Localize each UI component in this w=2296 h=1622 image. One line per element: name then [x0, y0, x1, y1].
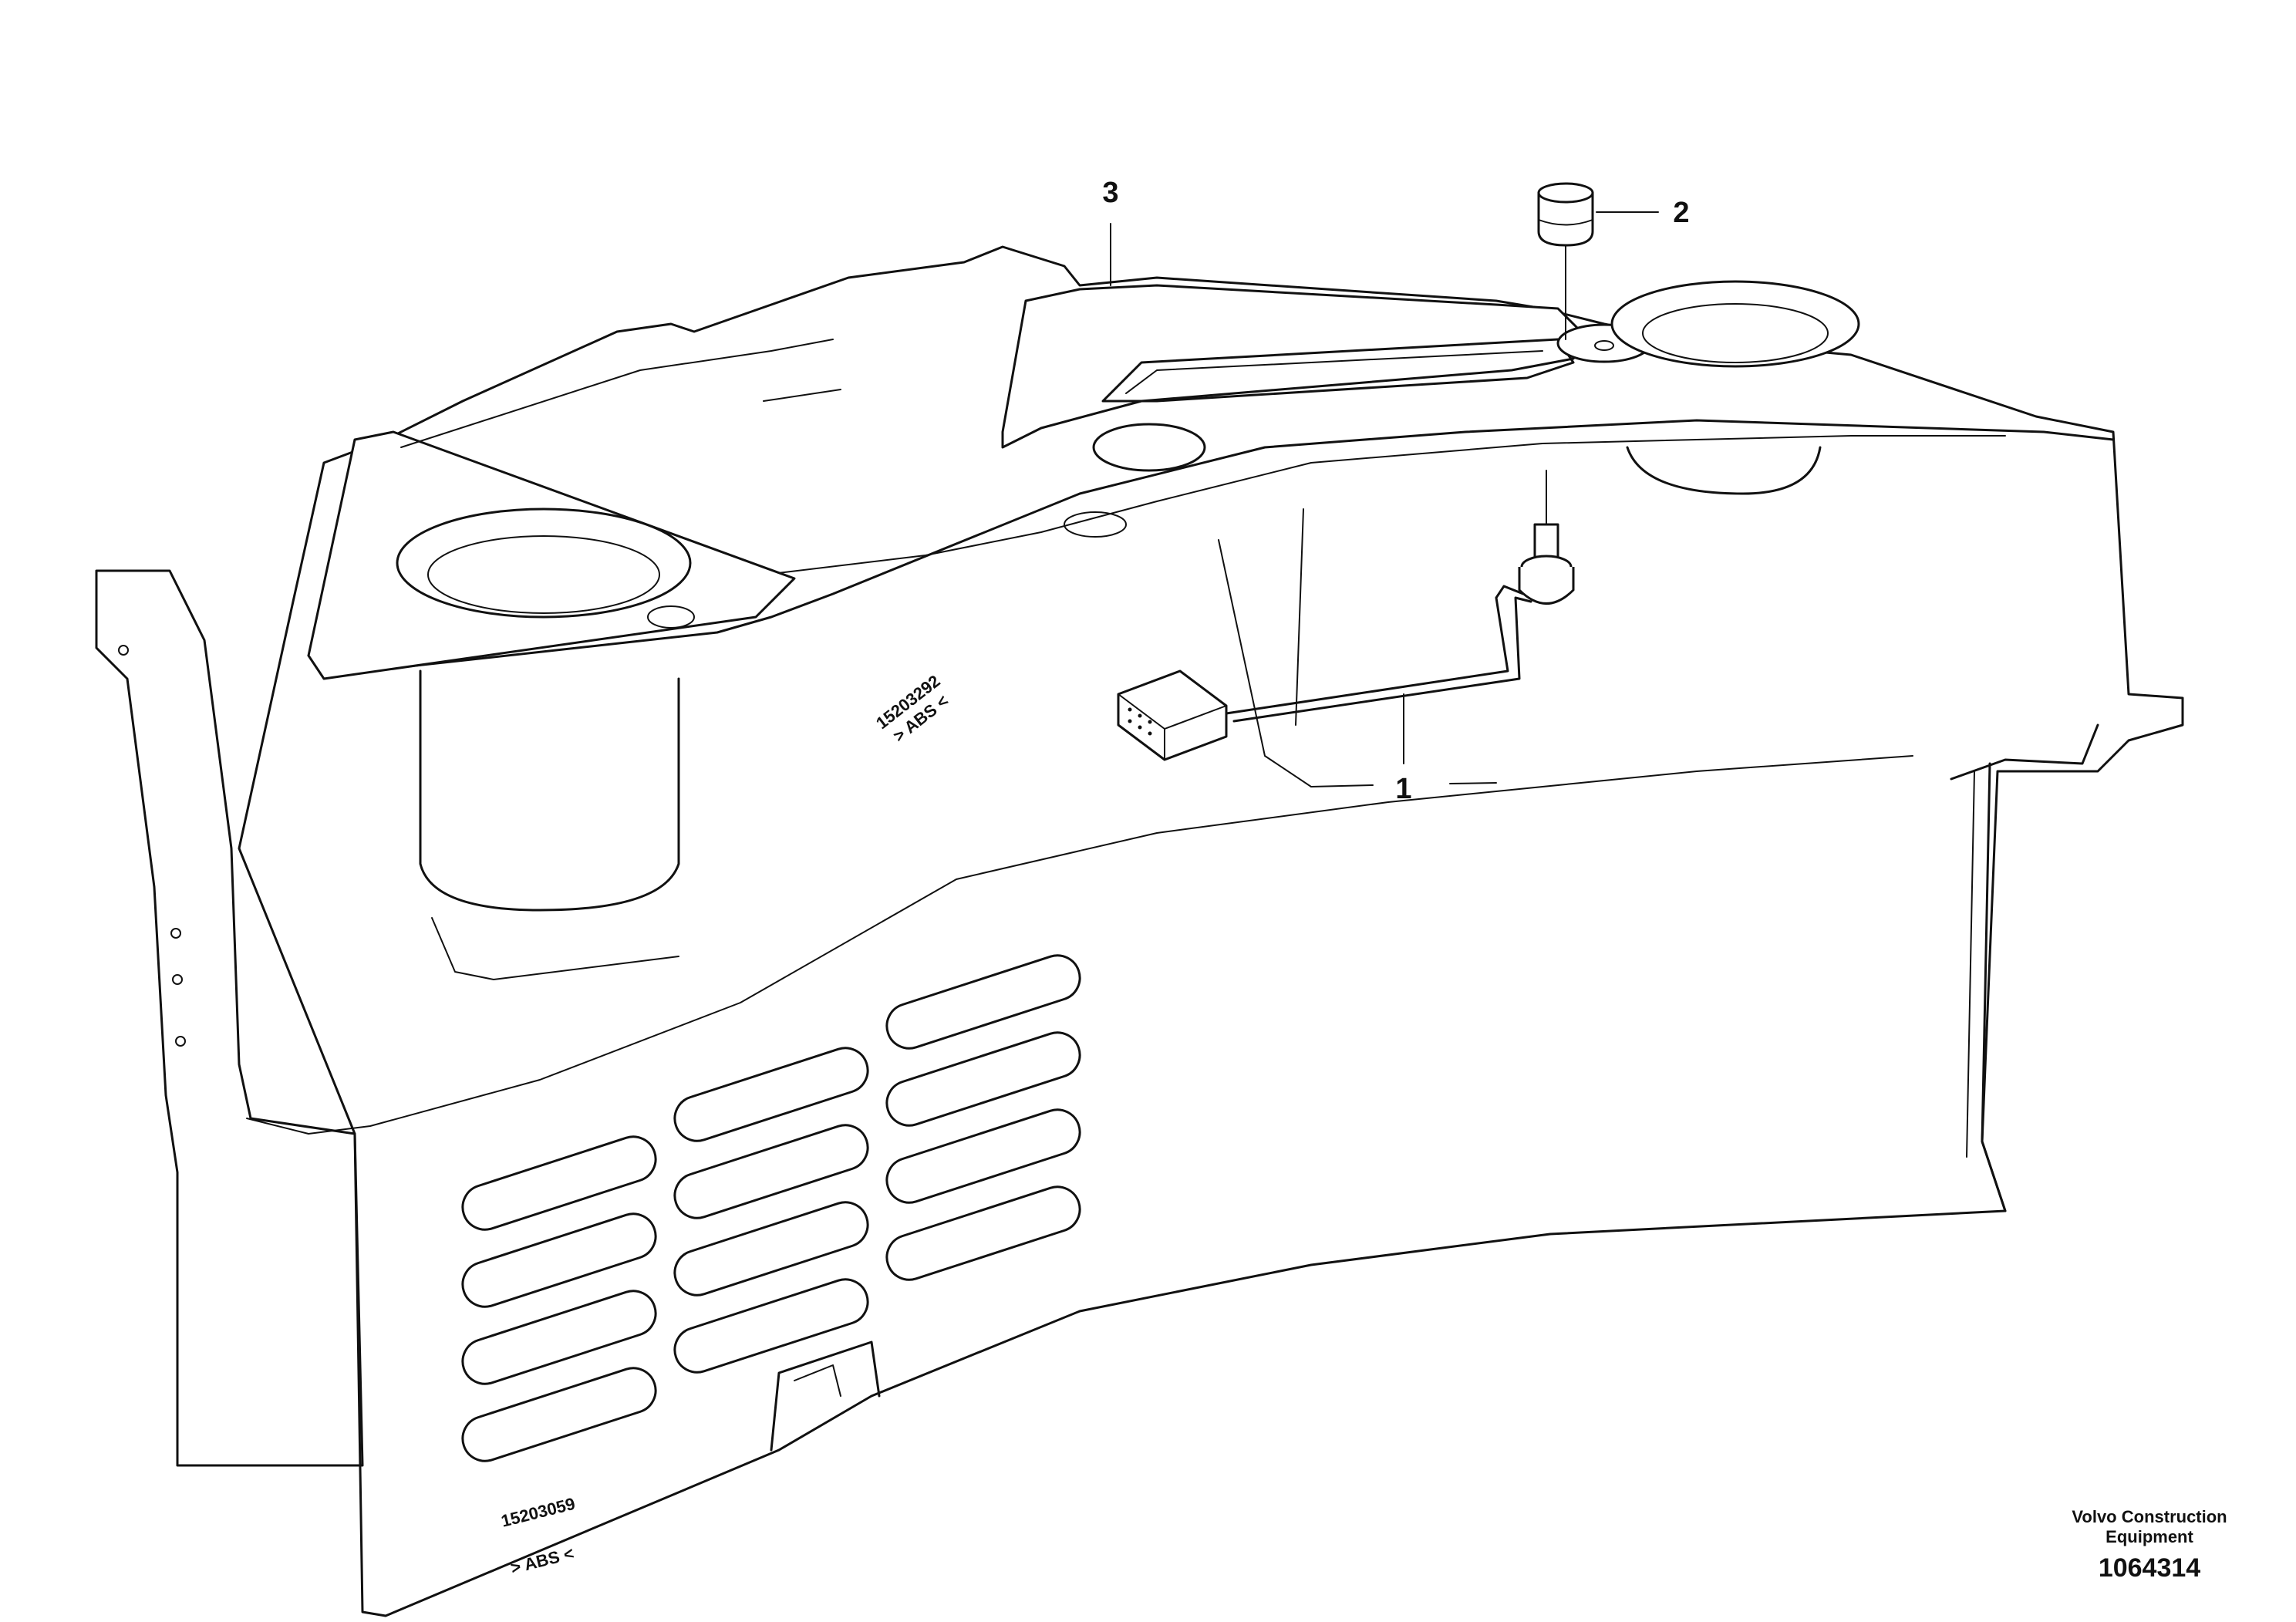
center-opening — [1101, 338, 1575, 403]
center-top-bezel — [1001, 284, 1652, 538]
bottom-notch-inner — [794, 1364, 841, 1397]
harness-wire — [1225, 585, 1525, 715]
console-top-rim — [307, 419, 2115, 676]
inner-panel-line — [1218, 539, 1312, 787]
connector-pin — [1138, 725, 1142, 730]
connector-edges — [1118, 693, 1227, 760]
vent-slot — [673, 1124, 869, 1219]
vent-slot — [673, 1047, 869, 1142]
vent-slot — [461, 1290, 657, 1385]
drawing-number: 1064314 — [2098, 1553, 2201, 1583]
vent-slot — [885, 1185, 1081, 1281]
vent-slot — [885, 954, 1081, 1050]
vent-column-1 — [461, 1135, 657, 1462]
drawing-footer: Volvo Construction Equipment 1064314 — [2049, 1507, 2250, 1583]
left-cup-rim — [396, 508, 692, 619]
electrical-connector — [1117, 669, 1228, 761]
brand-line-1: Volvo Construction — [2072, 1507, 2227, 1526]
callout-2-label: 2 — [1673, 197, 1689, 229]
inner-panel-line — [1295, 508, 1304, 726]
knob-band — [1538, 219, 1593, 226]
vent-column-3 — [885, 954, 1081, 1281]
connector-pin — [1138, 713, 1142, 718]
right-cup-inner-rim — [1642, 303, 1829, 363]
vent-column-2 — [673, 1047, 869, 1374]
connector-pin — [1128, 719, 1132, 723]
center-small-cup — [1092, 423, 1206, 472]
connector-housing — [1117, 669, 1228, 761]
right-end-panel — [1950, 723, 2099, 1212]
harness-wire-2 — [1232, 596, 1532, 723]
vent-slot — [673, 1278, 869, 1374]
knob — [1537, 182, 1594, 340]
brand-line-2: Equipment — [2106, 1527, 2193, 1546]
flange-hole — [172, 974, 183, 985]
connector-pin — [1148, 720, 1152, 724]
right-cup-rim — [1610, 280, 1860, 368]
upper-bezel — [1001, 284, 1590, 449]
center-opening-inner — [1125, 350, 1543, 394]
vent-slot — [461, 1212, 657, 1308]
flange-hole — [175, 1036, 186, 1047]
flange-hole — [170, 928, 181, 939]
potentiometer-shaft — [1533, 523, 1559, 561]
left-cup-holder — [307, 430, 796, 912]
right-cup-holder — [1610, 280, 1860, 495]
right-panel-edge — [1966, 771, 1975, 1158]
callout-3-label: 3 — [1102, 177, 1118, 209]
right-cup-well — [1626, 446, 1822, 495]
left-bezel-hole — [647, 605, 695, 629]
knob-top — [1537, 182, 1594, 204]
potentiometer-body — [1518, 567, 1575, 605]
wiring-harness — [1117, 470, 1575, 761]
bezel-screw-hole — [1064, 511, 1127, 538]
vent-slot — [673, 1201, 869, 1297]
flange-hole — [118, 645, 129, 656]
connector-pin — [1128, 707, 1132, 712]
callout-1-label: 1 — [1395, 773, 1411, 805]
console-housing — [95, 245, 2184, 1617]
callout-1-break — [1449, 782, 1497, 784]
vent-slot — [461, 1135, 657, 1231]
bottom-notch — [770, 1340, 881, 1452]
inner-panel-line — [431, 917, 679, 980]
vent-slot — [461, 1367, 657, 1462]
top-rail-slot — [763, 389, 841, 402]
top-rail — [400, 339, 834, 448]
connector-pin — [1148, 731, 1152, 736]
left-cup-inner-rim — [427, 535, 660, 614]
lower-mould-material: > ABS < — [508, 1543, 575, 1577]
knob-socket-hole — [1594, 340, 1614, 351]
console-top-rim-inner — [732, 435, 2006, 579]
vent-slot — [885, 1031, 1081, 1127]
vent-grille — [461, 954, 1081, 1462]
vent-slot — [885, 1108, 1081, 1204]
lower-mould-code: 15203059 — [499, 1494, 577, 1531]
callout-1-break — [1310, 784, 1374, 787]
left-cup-well — [419, 669, 680, 912]
body-lower-contour — [246, 755, 1913, 1135]
upper-moulding-mark: 15203292 > ABS < — [872, 671, 952, 746]
left-flange — [95, 569, 364, 1467]
